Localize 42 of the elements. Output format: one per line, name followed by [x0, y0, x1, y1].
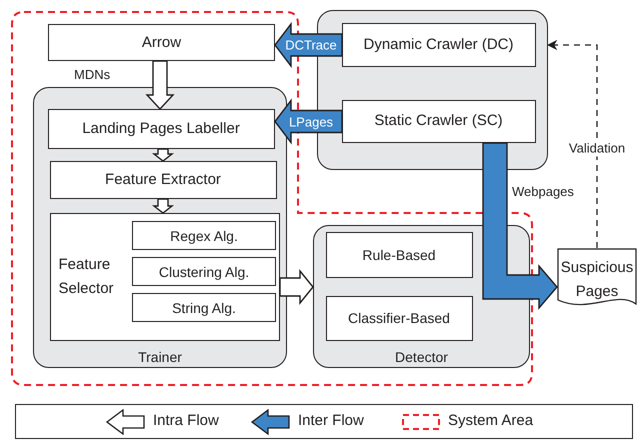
process-box	[48, 24, 275, 61]
node-label: Feature Selector	[58, 254, 115, 298]
process-box	[132, 257, 276, 286]
block-arrow	[152, 148, 174, 162]
node-label: Regex Alg.	[170, 228, 238, 244]
block-arrow	[274, 22, 343, 68]
group-panel	[33, 87, 287, 368]
legend-label: System Area	[448, 413, 534, 429]
node-label: Arrow	[142, 34, 182, 50]
block-arrow	[152, 198, 174, 214]
edge-label: Webpages	[512, 184, 574, 199]
node-label: Landing Pages Labeller	[82, 120, 240, 136]
node-label: Detector	[395, 349, 448, 365]
group-panel	[313, 225, 530, 368]
legend-label: Intra Flow	[153, 413, 219, 429]
node-label: String Alg.	[172, 300, 236, 316]
node-label: Dynamic Crawler (DC)	[364, 36, 514, 52]
process-box	[50, 212, 280, 340]
arrow	[546, 40, 598, 248]
block-arrow	[274, 98, 343, 145]
block-arrow	[145, 60, 175, 110]
node-label: Classifier-Based	[348, 310, 450, 326]
process-box	[132, 221, 276, 250]
process-box	[326, 296, 472, 340]
node-label: Clustering Alg.	[158, 264, 250, 280]
process-box	[342, 22, 536, 66]
node-label: Suspicious Pages	[560, 258, 634, 302]
node-label: Feature Extractor	[105, 172, 221, 188]
edge-label: DCTrace	[285, 38, 337, 52]
block-arrow	[279, 269, 314, 305]
process-box	[48, 108, 274, 148]
process-box	[326, 232, 472, 278]
node-label: Trainer	[138, 349, 182, 365]
block-arrow	[482, 142, 558, 310]
edge-label: LPages	[288, 114, 334, 129]
node-label: Static Crawler (SC)	[374, 113, 503, 129]
legend-label: Inter Flow	[298, 413, 364, 429]
process-box	[342, 100, 536, 142]
node-label: Rule-Based	[362, 246, 436, 262]
edge-label: MDNs	[74, 67, 110, 82]
process-box	[50, 160, 276, 198]
process-box	[132, 293, 276, 322]
